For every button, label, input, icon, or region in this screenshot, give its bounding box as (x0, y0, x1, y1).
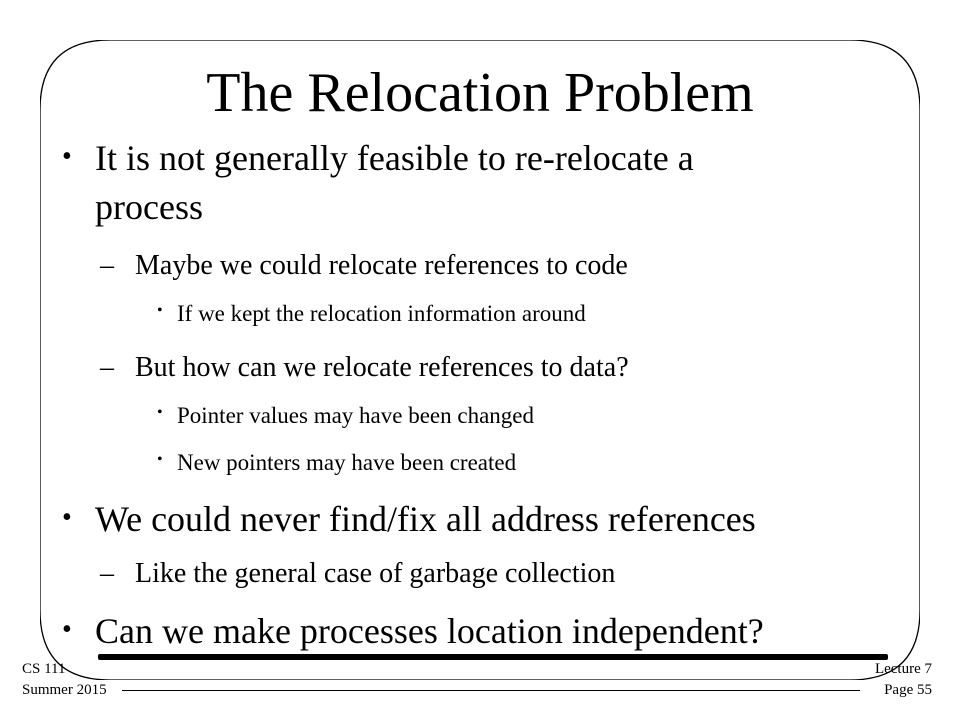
sub-sub-bullet-text: New pointers may have been created (177, 450, 517, 475)
emphasis-underline (98, 654, 888, 660)
bullet-text: Can we make processes location independe… (95, 611, 764, 651)
course-label: CS 111 (22, 661, 66, 677)
lecture-label: Lecture 7 (874, 661, 932, 677)
bullet-marker: • (157, 451, 163, 468)
bullet-marker: • (157, 404, 163, 421)
dash-marker: – (100, 250, 114, 281)
bullet-text: We could never find/fix all address refe… (95, 499, 756, 539)
page-number: Page 55 (884, 682, 932, 698)
bullet-marker: • (62, 141, 72, 172)
dash-marker: – (100, 352, 114, 383)
term-label: Summer 2015 (22, 682, 107, 698)
sub-bullet-text: But how can we relocate references to da… (135, 352, 629, 383)
sub-sub-bullet-text: Pointer values may have been changed (177, 403, 535, 428)
sub-bullet-text: Maybe we could relocate references to co… (135, 250, 628, 281)
slide-title: The Relocation Problem (206, 62, 754, 124)
bullet-marker: • (62, 502, 72, 533)
bullet-text: It is not generally feasible to re-reloc… (95, 138, 694, 178)
sub-sub-bullet-text: If we kept the relocation information ar… (177, 301, 586, 326)
bullet-marker: • (157, 302, 163, 319)
bullet-marker: • (62, 614, 72, 645)
slide-frame (40, 40, 920, 680)
bullet-text-continued: process (95, 187, 203, 227)
footer-rule (122, 690, 860, 691)
sub-bullet-text: Like the general case of garbage collect… (135, 558, 616, 589)
dash-marker: – (100, 558, 114, 589)
rounded-border (40, 40, 920, 680)
